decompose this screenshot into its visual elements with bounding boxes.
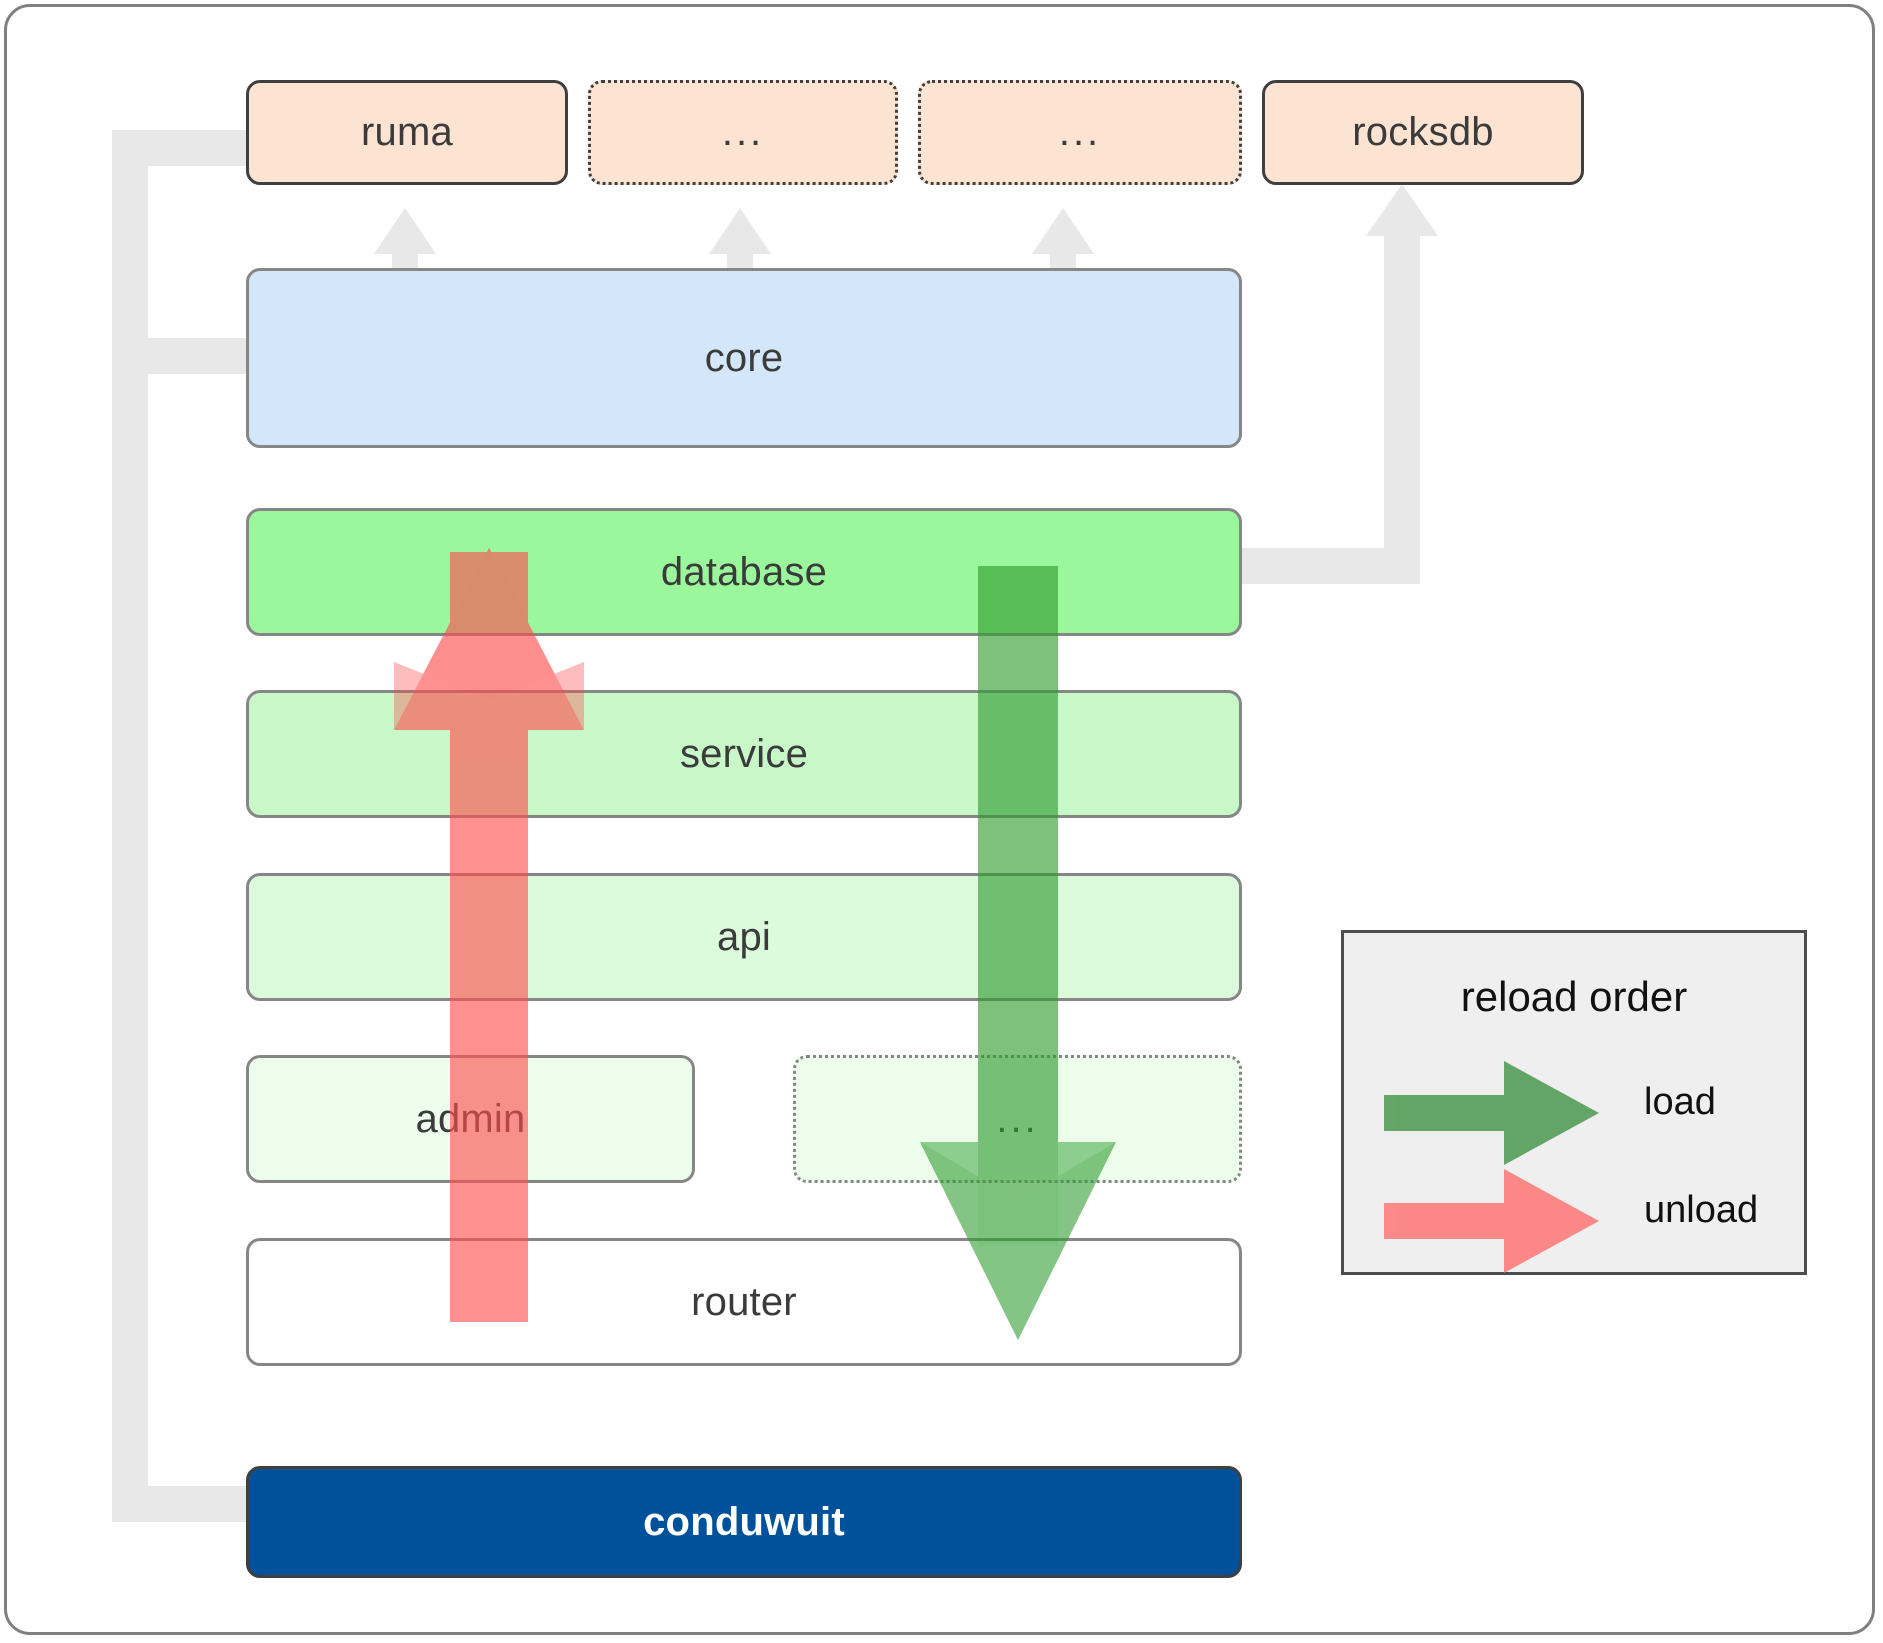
dependency-box-ruma[interactable]: ruma xyxy=(246,80,568,185)
legend-label-load: load xyxy=(1644,1081,1716,1123)
dependency-label: ruma xyxy=(361,110,453,154)
crate-label: api xyxy=(717,914,771,959)
legend-row-unload: unload xyxy=(1344,1169,1804,1273)
unload-legend-icon xyxy=(1384,1169,1599,1273)
dependency-label: ... xyxy=(1058,110,1102,154)
legend-panel: reload order load unload xyxy=(1341,930,1807,1275)
crate-label: database xyxy=(660,549,828,594)
crate-label: service xyxy=(679,731,809,776)
binary-label: conduwuit xyxy=(643,1499,845,1544)
crate-label: core xyxy=(704,335,784,380)
load-legend-icon xyxy=(1384,1061,1599,1165)
dependency-box-rocksdb[interactable]: rocksdb xyxy=(1262,80,1584,185)
dependency-box-more-1[interactable]: ... xyxy=(588,80,898,185)
binary-box-conduwuit[interactable]: conduwuit xyxy=(246,1466,1242,1578)
legend-title: reload order xyxy=(1460,973,1688,1020)
crate-box-router[interactable]: router xyxy=(246,1238,1242,1366)
load-arrow xyxy=(920,566,1116,1340)
crate-box-core[interactable]: core xyxy=(246,268,1242,448)
dependency-box-more-2[interactable]: ... xyxy=(918,80,1242,185)
dependency-label: ... xyxy=(721,110,765,154)
unload-arrow xyxy=(394,548,584,1322)
crate-label: router xyxy=(691,1279,797,1324)
crate-box-database[interactable]: database xyxy=(246,508,1242,636)
crate-box-api[interactable]: api xyxy=(246,873,1242,1001)
dependency-label: rocksdb xyxy=(1352,110,1494,154)
legend-label-unload: unload xyxy=(1644,1189,1759,1231)
legend-row-load: load xyxy=(1344,1061,1804,1165)
